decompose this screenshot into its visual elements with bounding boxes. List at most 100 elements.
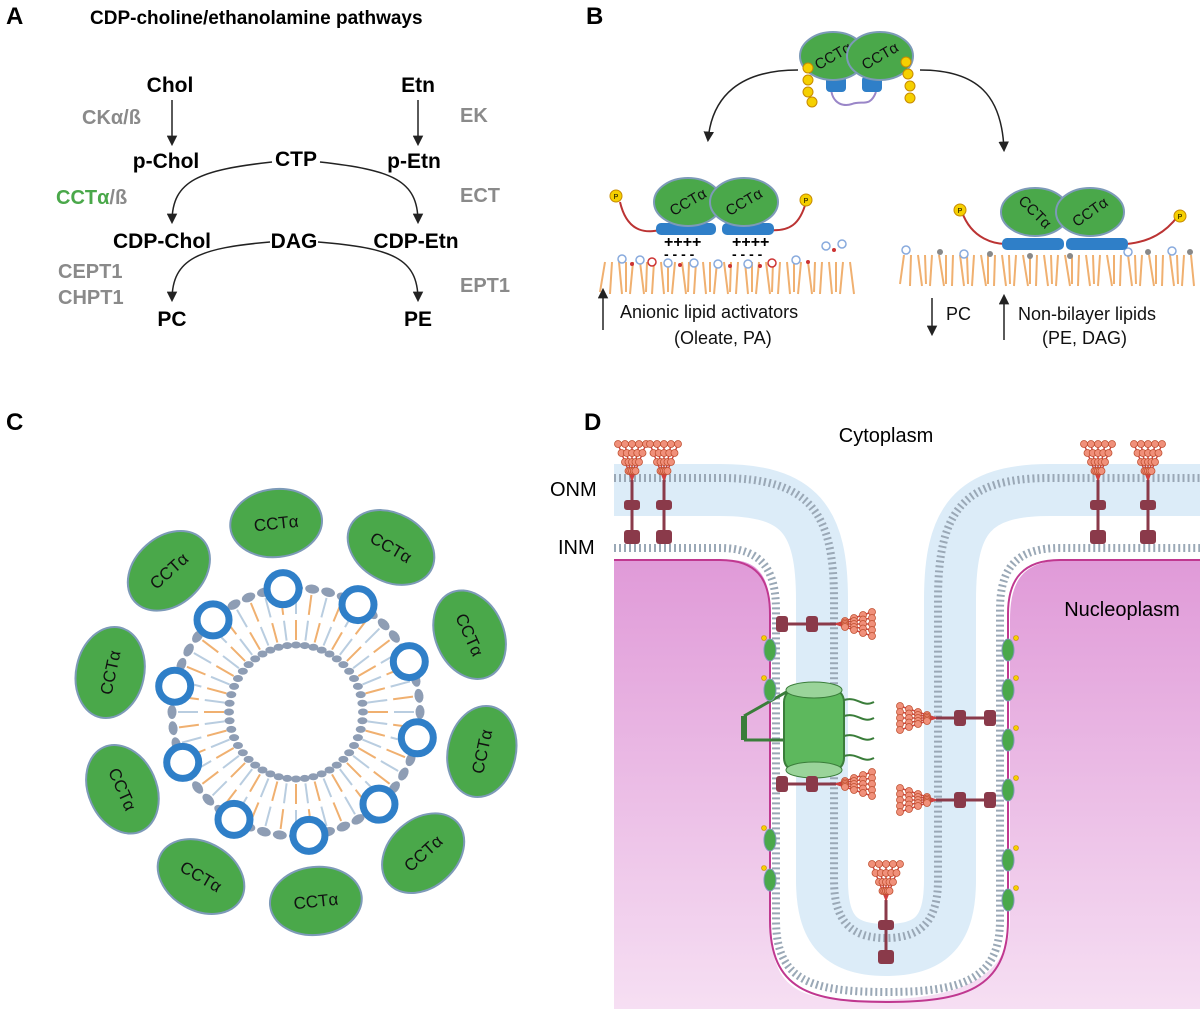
linc-complexes <box>614 440 1166 964</box>
inner-headgroup <box>308 643 319 651</box>
inner-headgroup <box>265 646 276 654</box>
nonbilayer-text-line2: (PE, DAG) <box>1042 328 1127 348</box>
inm-cct-molecule <box>763 678 777 702</box>
outer-lipid-tail <box>307 594 313 615</box>
inner-lipid-tail <box>352 755 370 769</box>
inner-headgroup <box>291 775 301 783</box>
membrane-binding-domain <box>397 718 437 758</box>
minus-charges-right: - - - - <box>732 246 763 262</box>
left-phospho-a <box>609 189 623 203</box>
right-phospho-b <box>1173 209 1187 223</box>
cct-ring-unit: CCTα <box>85 742 203 835</box>
inner-lipid-tail <box>346 762 362 778</box>
inner-headgroup <box>224 717 235 725</box>
outer-headgroup <box>227 599 241 610</box>
cct-ring-ellipse <box>74 625 146 720</box>
outer-headgroup <box>257 827 271 837</box>
inner-lipid-tail <box>215 747 235 759</box>
left-membrane-complex: CCTα CCTα P P ++++ ++++ - - - - - - - - … <box>597 177 855 348</box>
inner-lipid-tail <box>210 738 230 749</box>
inner-lipid-tail <box>210 675 230 686</box>
p-chol-label: p-Chol <box>133 150 199 173</box>
p-etn-label: p-Etn <box>387 150 441 173</box>
inner-lipid-tail <box>206 687 227 695</box>
soluble-cct-dimer: CCTα CCTα <box>703 31 1009 153</box>
ect-enzyme: ECT <box>460 185 500 207</box>
nucleoplasmic-cct <box>761 635 1019 912</box>
cct-ring-unit: CCTα <box>156 799 254 915</box>
nesprin-sun-complex <box>776 768 876 800</box>
inner-lipid-tail <box>283 620 288 641</box>
cdp-chol-label: CDP-Chol <box>113 230 211 253</box>
dimer-linker <box>830 79 877 106</box>
inner-headgroup <box>232 675 243 682</box>
panel-d: D Cytoplasm ONM INM Nucleoplasm <box>550 409 1200 1009</box>
outer-lipid-tail <box>320 597 328 618</box>
inner-headgroup <box>358 708 368 716</box>
inner-headgroup <box>352 734 363 742</box>
nesprin-sun-complex <box>1130 440 1166 544</box>
inner-headgroup <box>226 691 237 699</box>
cct-ring-ellipse <box>446 704 518 799</box>
inner-lipid-tail <box>362 738 382 749</box>
inm-membrane <box>614 544 1200 997</box>
nesprin-sun-complex <box>896 784 996 816</box>
cct-ring-unit: CCTα <box>338 509 436 625</box>
inner-lipid-tail <box>271 622 279 643</box>
outer-lipid-tail <box>390 680 411 688</box>
outer-lipid-tail <box>386 748 406 759</box>
cdp-etn-label: CDP-Etn <box>373 230 458 253</box>
inner-headgroup <box>237 667 248 675</box>
outer-lipid-tail <box>186 665 206 676</box>
nuclear-pore-complex <box>741 681 875 779</box>
cct-ring-unit: CCTα <box>229 487 324 609</box>
outer-headgroup <box>192 781 204 794</box>
cka-enzyme: CKα/ß <box>82 107 141 129</box>
outer-lipid-tail <box>279 809 285 830</box>
left-phospho-b <box>799 193 813 207</box>
inner-lipid-tail <box>357 665 377 677</box>
inner-headgroup <box>224 708 234 716</box>
panel-c: C CCTαCCTαCCTαCCTαCCTαCCTαCCTαCCTαCCTαCC… <box>6 409 518 937</box>
membrane-binding-domain <box>338 585 378 625</box>
inner-lipid-tail <box>322 626 333 646</box>
inner-headgroup <box>316 770 327 778</box>
inner-headgroup <box>232 742 243 749</box>
outer-headgroup <box>305 584 320 594</box>
inner-headgroup <box>344 667 355 675</box>
cct-ring-ellipse <box>346 509 436 586</box>
right-helix-left <box>1002 238 1064 250</box>
cct-ring-unit: CCTα <box>389 589 507 682</box>
phospho-cluster-left <box>802 62 818 108</box>
inm-cct-molecule <box>763 638 777 662</box>
inner-headgroup <box>349 675 360 682</box>
inm-cct-phospho <box>1013 775 1019 781</box>
outer-lipid-tail <box>178 723 199 729</box>
to-right-membrane-arrow <box>919 69 1009 153</box>
membrane-binding-domain <box>214 799 254 839</box>
dag-label: DAG <box>271 230 318 253</box>
nesprin-sun-complex <box>646 440 682 544</box>
membrane-binding-domain <box>289 815 329 855</box>
inm-cct-molecule <box>1001 638 1015 662</box>
cct-enzyme: CCTα/ß <box>56 187 127 209</box>
inner-headgroup <box>324 650 335 658</box>
outer-headgroup <box>167 705 177 719</box>
inner-headgroup <box>226 725 237 733</box>
inm-cct-phospho <box>761 635 767 641</box>
cct-alpha-text: CCTα <box>56 187 110 209</box>
right-membrane-headgroups <box>901 245 1193 259</box>
cct-ring-ellipse <box>268 865 363 937</box>
inner-headgroup <box>299 642 310 650</box>
inm-cct-molecule <box>1001 728 1015 752</box>
minus-charges-left: - - - - <box>664 246 695 262</box>
inner-headgroup <box>257 650 268 658</box>
inner-lipid-tail <box>365 687 386 695</box>
outer-headgroup <box>388 630 400 643</box>
right-membrane-complex: CCTα CCTα P P PC Non-bilayer lipids (PE,… <box>899 187 1195 348</box>
cct-beta-text: /ß <box>109 187 127 209</box>
inm-cct-phospho <box>1013 885 1019 891</box>
inner-lipid-tail <box>249 773 261 793</box>
onm-label: ONM <box>550 479 597 501</box>
